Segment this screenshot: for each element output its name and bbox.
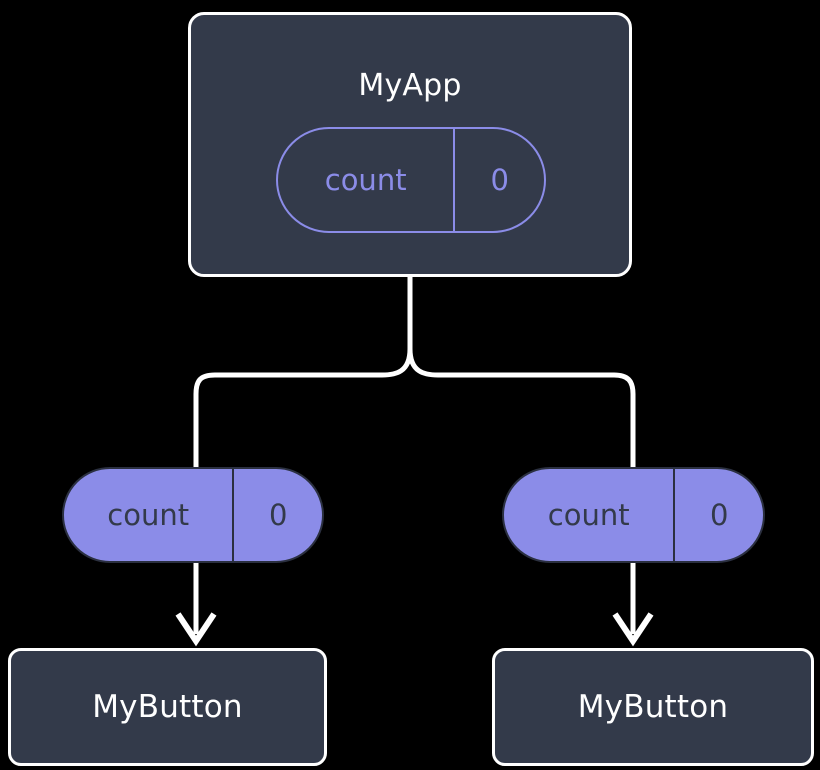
edge-arrow-left bbox=[175, 563, 217, 647]
state-pill-child-left[interactable]: count 0 bbox=[62, 467, 324, 563]
state-pill-key: count bbox=[547, 497, 630, 532]
state-pill-myapp[interactable]: count 0 bbox=[276, 127, 546, 233]
edge-fork-right bbox=[407, 348, 636, 467]
component-title: MyButton bbox=[92, 688, 243, 725]
component-title: MyApp bbox=[358, 68, 462, 103]
edge-arrow-right bbox=[612, 563, 654, 647]
state-pill-key: count bbox=[107, 497, 190, 532]
edge-fork-left bbox=[193, 348, 413, 467]
component-node-mybutton-right[interactable]: MyButton bbox=[492, 648, 814, 766]
state-pill-value: 0 bbox=[673, 469, 763, 561]
state-pill-child-right[interactable]: count 0 bbox=[502, 467, 765, 563]
state-pill-key: count bbox=[324, 162, 407, 197]
state-pill-value: 0 bbox=[232, 469, 322, 561]
component-title: MyButton bbox=[577, 688, 729, 725]
component-node-mybutton-left[interactable]: MyButton bbox=[8, 648, 327, 766]
state-pill-value: 0 bbox=[453, 129, 544, 231]
